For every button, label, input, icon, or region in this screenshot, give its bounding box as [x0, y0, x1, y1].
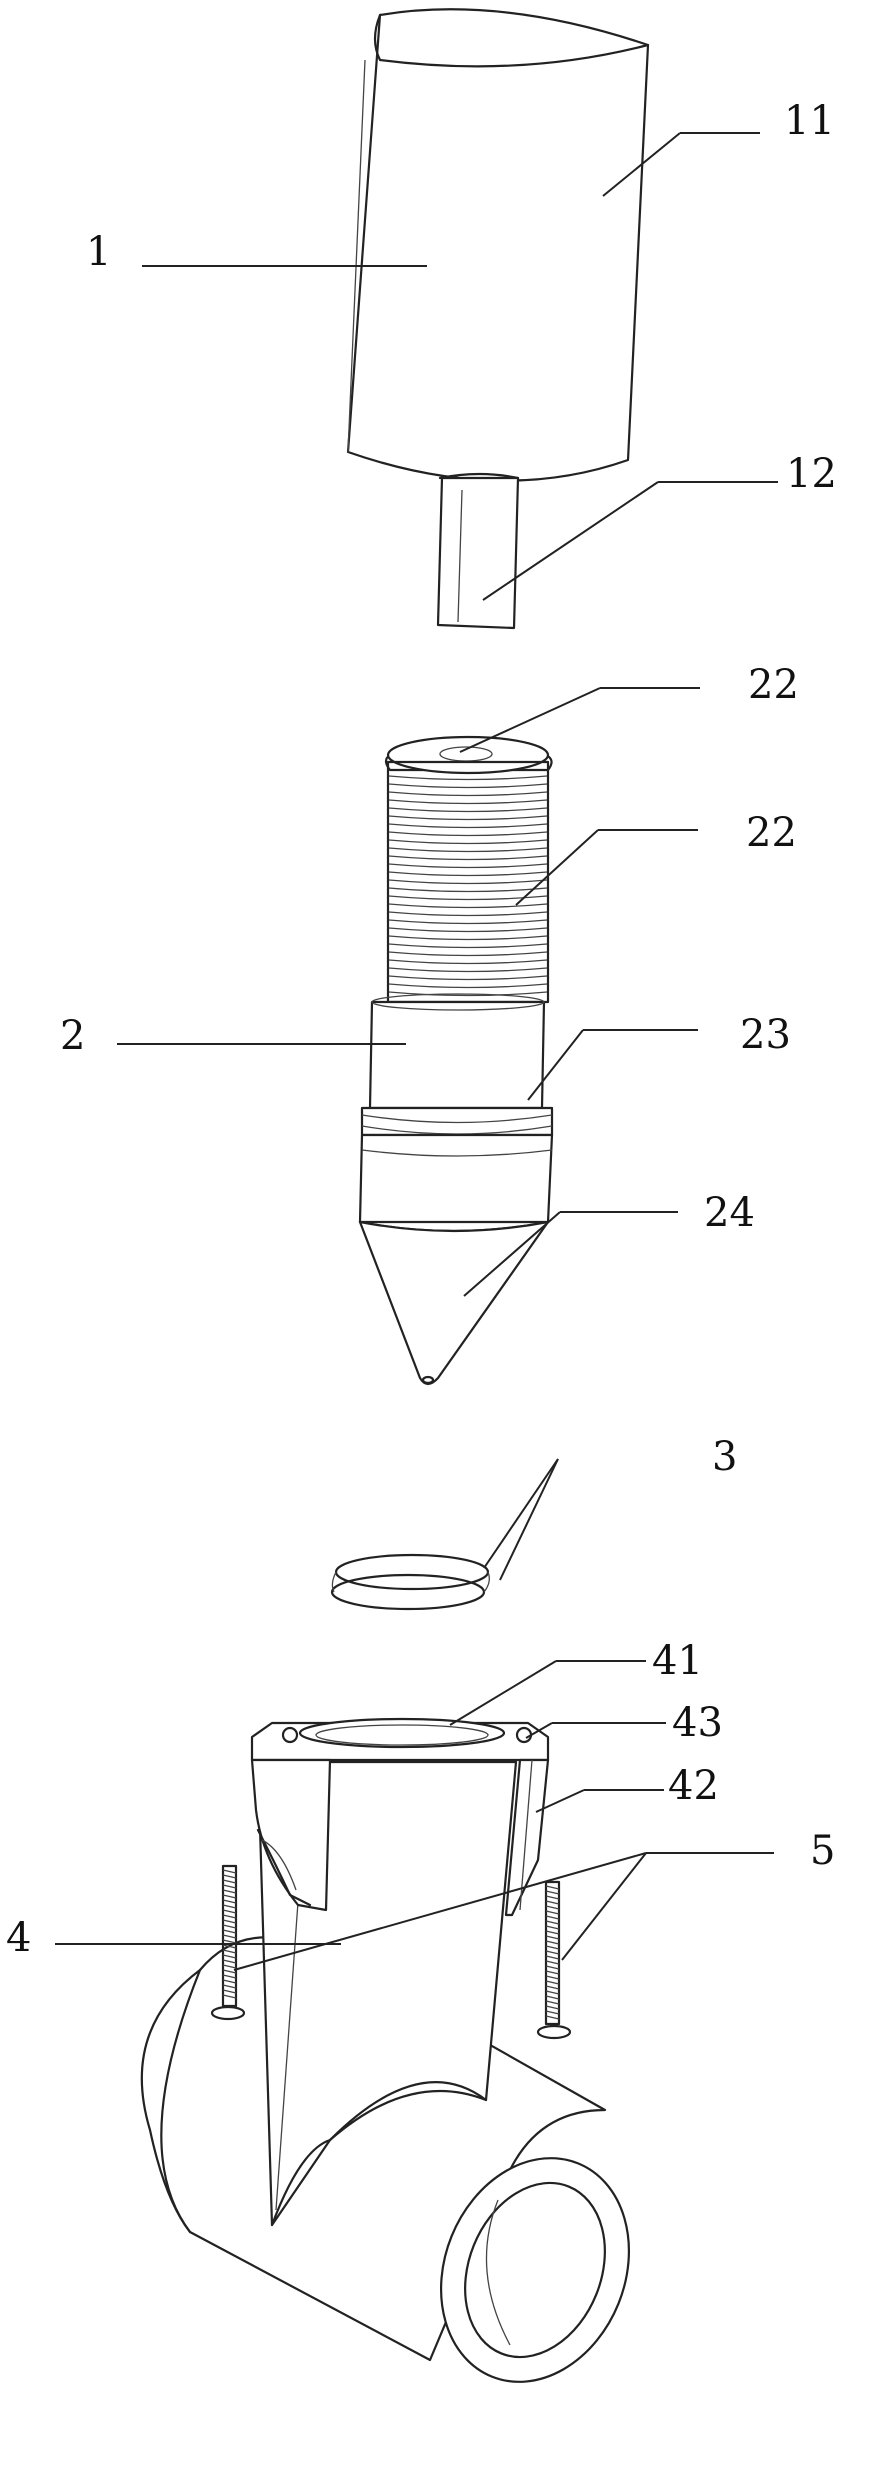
leader-42-diagonal: [535, 1789, 585, 1813]
pipe-outlet-inner: [464, 2181, 606, 2359]
reference-numerals: 1 11 12 22 22 2 23 24 3 41 43 42 5 4: [6, 98, 837, 1961]
leader-12-diagonal: [482, 481, 659, 601]
part-1-cylinder-body: [346, 8, 650, 482]
leader-11-diagonal: [602, 132, 681, 197]
part-23-groove-ring: [360, 1106, 554, 1137]
label-41: 41: [652, 1638, 703, 1684]
flange-bolt-hole-right: [515, 1726, 533, 1744]
leader-22-thread-diagonal: [515, 829, 599, 906]
flange-bolt-hole-left: [281, 1726, 299, 1744]
label-24: 24: [704, 1190, 755, 1236]
housing-ear-left: [250, 1758, 332, 1912]
label-22-thread: 22: [746, 810, 797, 856]
leader-3-a: [483, 1458, 559, 1569]
label-5: 5: [810, 1828, 835, 1874]
part-2-threaded-plunger: [358, 735, 554, 1386]
part-12-shaft: [436, 472, 520, 630]
label-23: 23: [740, 1012, 791, 1058]
thread-lines: [388, 775, 548, 997]
part-5-screw-right: [536, 1880, 572, 2040]
label-12: 12: [786, 451, 837, 497]
leader-lines: [55, 132, 778, 1971]
part-3-spring: [330, 1553, 490, 1611]
label-3: 3: [712, 1434, 737, 1480]
leader-5-to-right-screw: [561, 1852, 647, 1961]
leader-22-top-diagonal: [459, 687, 601, 753]
label-22-top: 22: [748, 662, 799, 708]
label-1: 1: [86, 229, 111, 275]
leader-43-diagonal: [525, 1722, 553, 1739]
label-43: 43: [672, 1700, 723, 1746]
leader-3-b: [499, 1458, 559, 1581]
leader-41-diagonal: [449, 1660, 557, 1726]
leader-23-diagonal: [527, 1029, 584, 1101]
part-4-tee-housing: [140, 1717, 631, 2383]
part-22-top-face: [386, 735, 550, 775]
part-41-threaded-bore: [298, 1717, 506, 1749]
leader-5-to-left-screw: [233, 1852, 647, 1971]
label-4: 4: [6, 1915, 31, 1961]
label-11: 11: [784, 98, 835, 144]
leader-24-diagonal: [463, 1211, 561, 1297]
label-2: 2: [60, 1013, 85, 1059]
part-5-screw-left: [210, 1864, 246, 2021]
label-42: 42: [668, 1763, 719, 1809]
